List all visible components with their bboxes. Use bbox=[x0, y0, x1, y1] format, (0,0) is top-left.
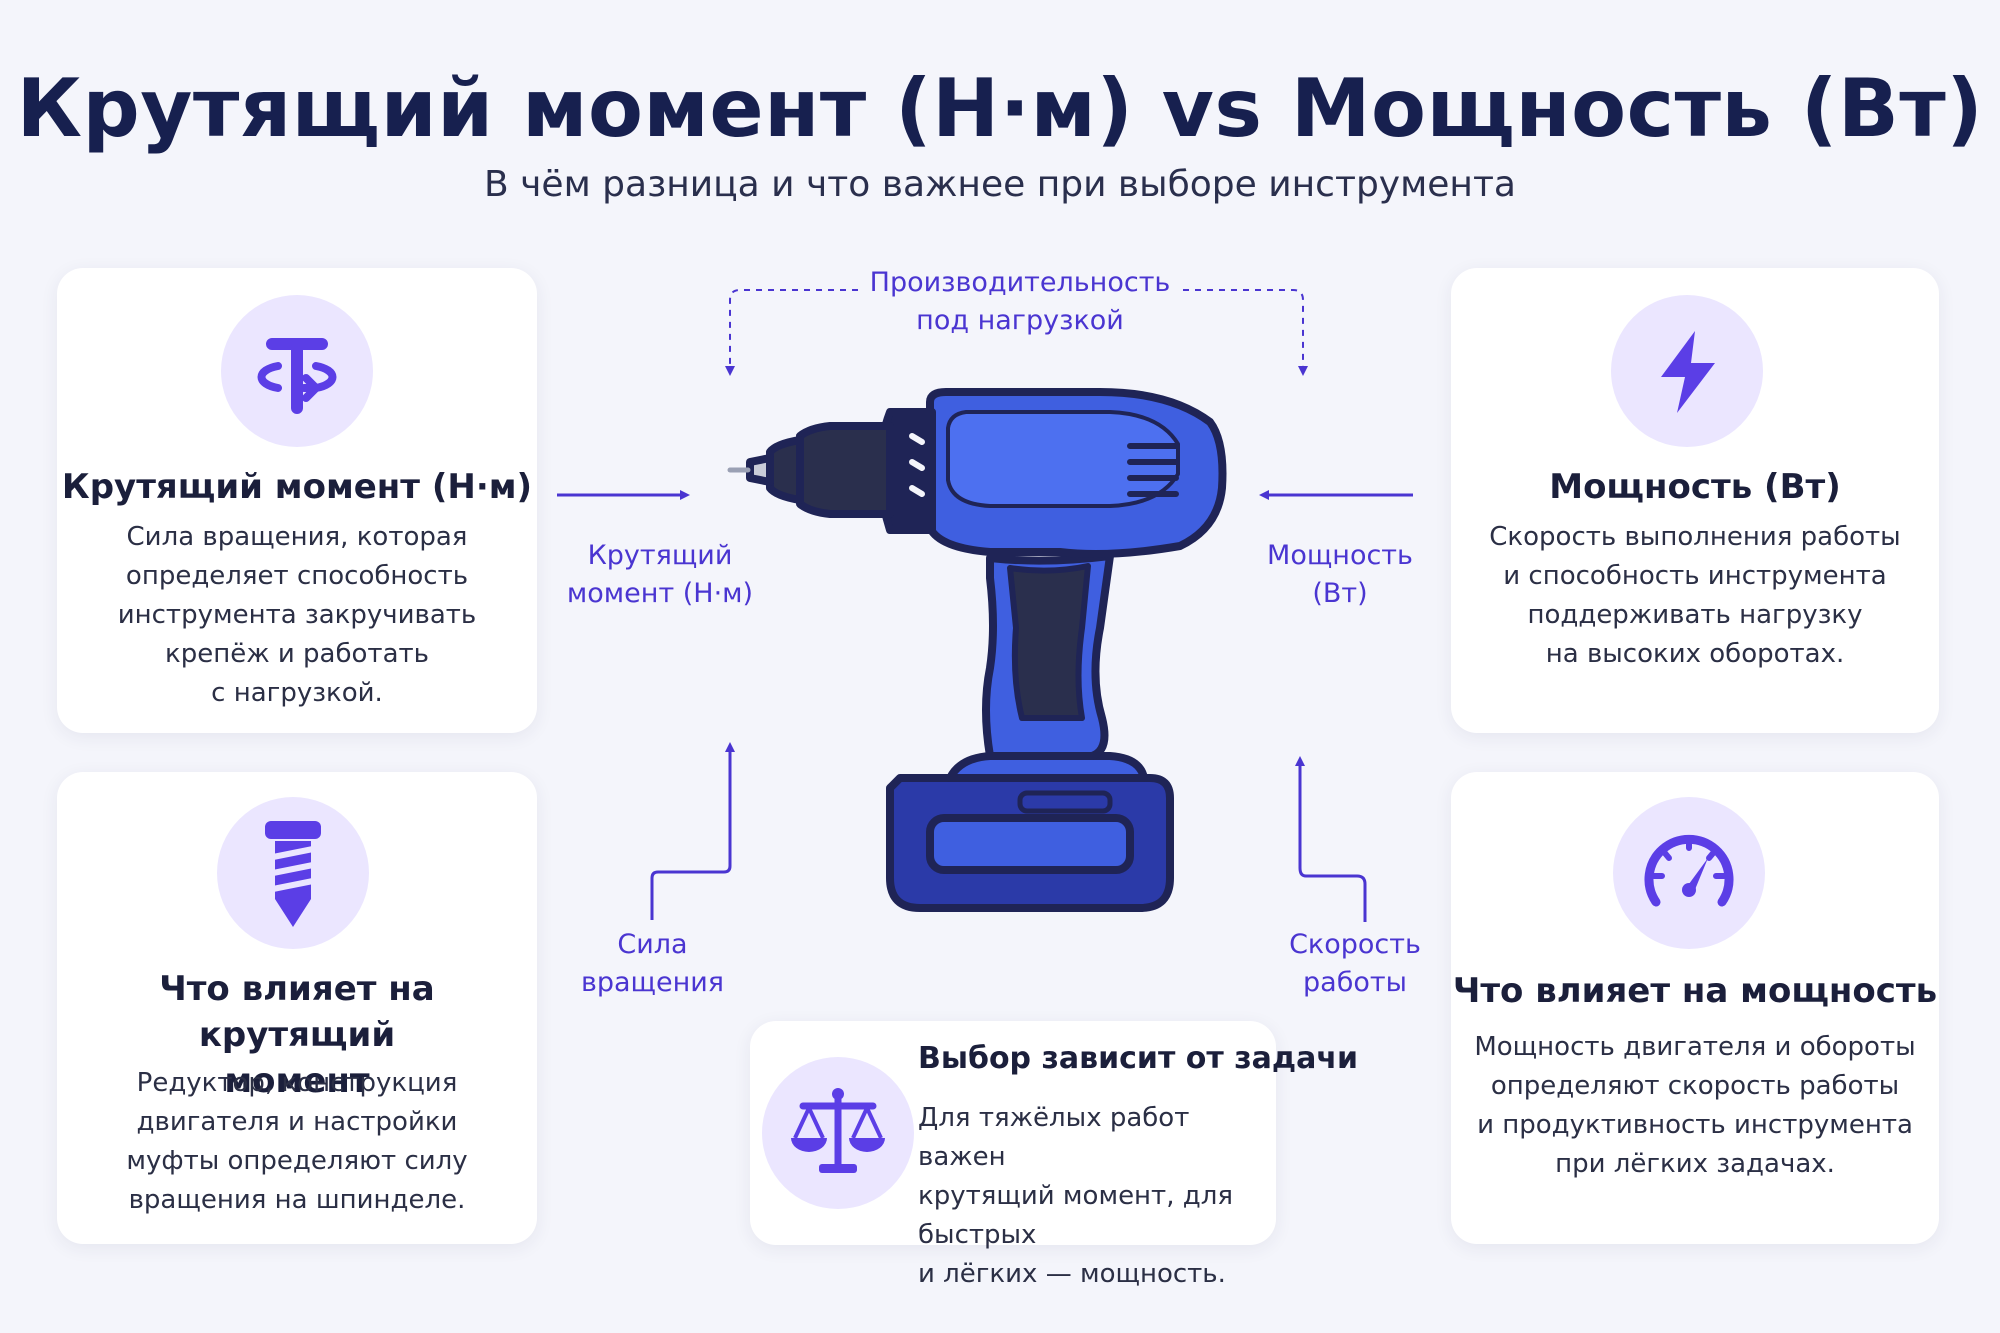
power-factors-icon-circle bbox=[1613, 797, 1765, 949]
choice-card-body: Для тяжёлых работ важен крутящий момент,… bbox=[918, 1103, 1233, 1289]
bottom-right-arrow bbox=[1295, 756, 1367, 922]
drill-battery-window bbox=[926, 814, 1134, 874]
torque-card-body: Сила вращения, которая определяет способ… bbox=[117, 522, 477, 708]
left-label: Крутящий момент (Н·м) bbox=[566, 540, 754, 609]
top-label: Производительность под нагрузкой bbox=[869, 267, 1171, 336]
torque-factors-card-title: Что влияет на крутящий момент bbox=[159, 969, 435, 1101]
torque-card: Крутящий момент (Н·м) Сила вращения, кот… bbox=[57, 268, 537, 733]
choice-card: Выбор зависит от задачи Для тяжёлых рабо… bbox=[750, 1021, 1358, 1289]
torque-factors-card-body: Редуктор, конструкция двигателя и настро… bbox=[126, 1068, 468, 1215]
torque-factors-icon-circle bbox=[217, 797, 369, 949]
power-card: Мощность (Вт) Скорость выполнения работы… bbox=[1451, 268, 1939, 733]
choice-card-title: Выбор зависит от задачи bbox=[918, 1041, 1358, 1076]
page-title: Крутящий момент (Н·м) vs Мощность (Вт) bbox=[16, 62, 1984, 155]
page-subtitle: В чём разница и что важнее при выборе ин… bbox=[484, 164, 1516, 205]
lightning-bolt-icon bbox=[1661, 331, 1715, 413]
top-dashed-connector-left bbox=[725, 289, 858, 376]
cordless-drill-illustration bbox=[727, 388, 1227, 912]
choice-icon-circle bbox=[762, 1057, 914, 1209]
right-label: Мощность (Вт) bbox=[1267, 540, 1413, 609]
torque-icon-circle bbox=[221, 295, 373, 447]
screw-icon bbox=[265, 821, 321, 927]
drill-chuck bbox=[796, 422, 894, 518]
power-card-title: Мощность (Вт) bbox=[1549, 467, 1841, 507]
torque-card-title: Крутящий момент (Н·м) bbox=[61, 467, 533, 507]
power-card-body: Скорость выполнения работы и способность… bbox=[1489, 522, 1901, 669]
power-factors-card-title: Что влияет на мощность bbox=[1452, 971, 1938, 1011]
power-factors-card-body: Мощность двигателя и обороты определяют … bbox=[1474, 1032, 1916, 1179]
scales-icon bbox=[791, 1088, 885, 1173]
torque-factors-card: Что влияет на крутящий момент Редуктор, … bbox=[57, 772, 537, 1244]
torque-rotation-icon bbox=[257, 338, 337, 414]
power-icon-circle bbox=[1611, 295, 1763, 447]
bottom-right-label: Скорость работы bbox=[1289, 929, 1421, 998]
top-dashed-connector-right bbox=[1183, 289, 1308, 376]
speedometer-icon bbox=[1644, 834, 1734, 907]
bottom-left-label: Сила вращения bbox=[580, 929, 725, 998]
drill-vents bbox=[1127, 443, 1179, 497]
power-factors-card: Что влияет на мощность Мощность двигател… bbox=[1451, 772, 1939, 1244]
